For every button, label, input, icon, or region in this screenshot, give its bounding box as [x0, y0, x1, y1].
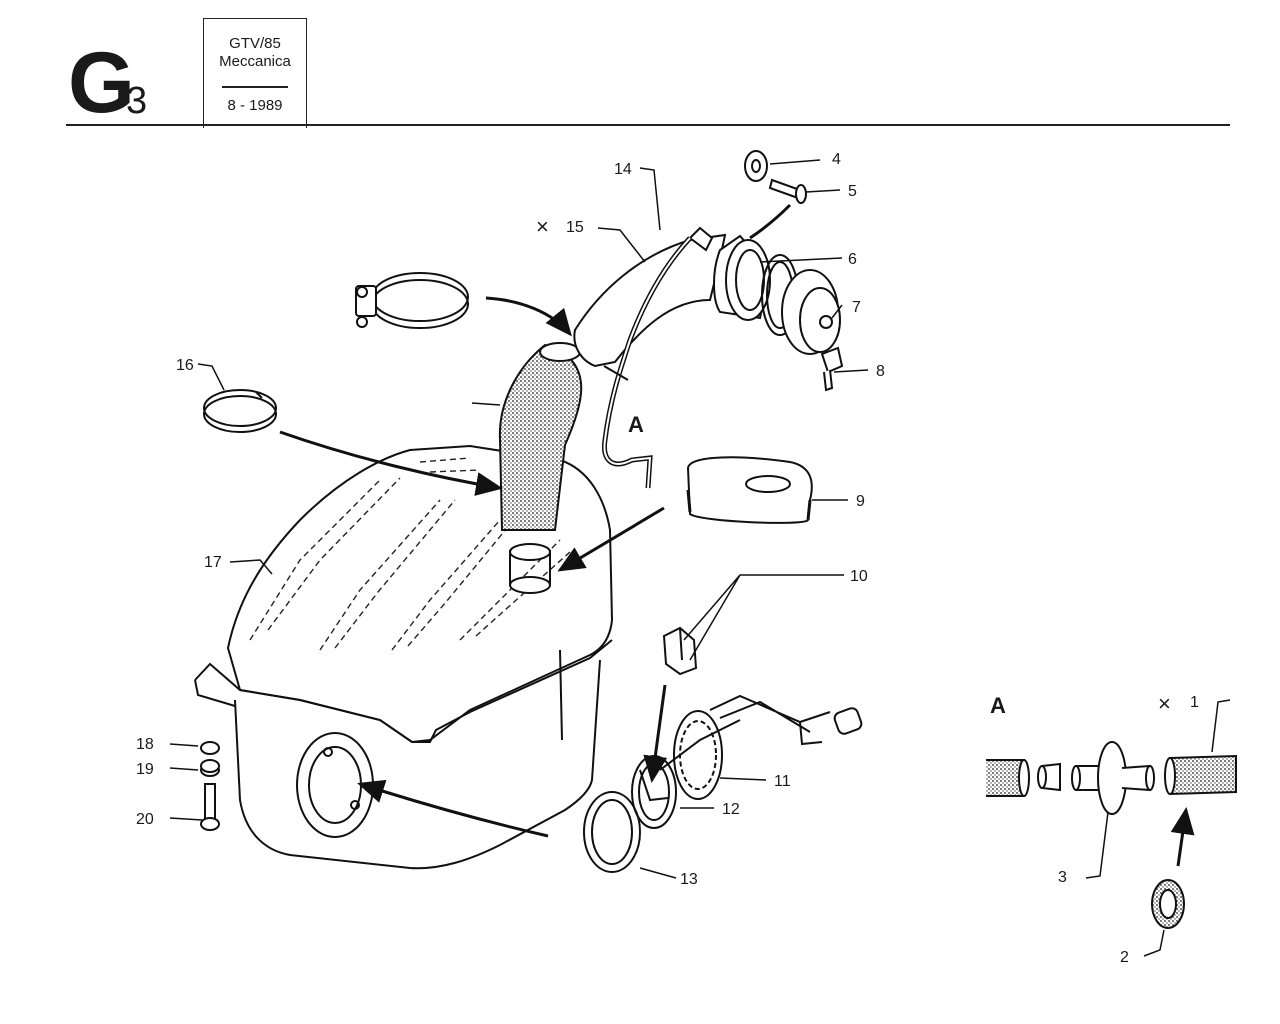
callout-9: 9	[856, 493, 865, 510]
callout-10: 10	[850, 568, 868, 585]
bolt	[200, 783, 220, 831]
callout-8: 8	[876, 363, 885, 380]
detail-label-a: A	[628, 412, 644, 437]
section-name: Meccanica	[219, 53, 291, 70]
revision-date: 8 - 1989	[227, 97, 283, 114]
vent-tube	[601, 236, 692, 489]
callout-7: 7	[852, 299, 861, 316]
callout-19: 19	[136, 761, 154, 778]
title-block-divider	[222, 86, 288, 88]
callouts: A A × × 1 2 3 4 5 6 7 8 9 10 11 12 13 14…	[136, 151, 1199, 966]
callout-6: 6	[848, 251, 857, 268]
callout-4: 4	[832, 151, 841, 168]
lock-ring	[583, 791, 641, 873]
lock-washer	[200, 759, 220, 777]
mark-symbol-1: ×	[1158, 691, 1171, 716]
callout-18: 18	[136, 736, 154, 753]
filler-hose	[471, 342, 583, 531]
tank-filler-neck	[509, 543, 551, 594]
callout-13: 13	[680, 871, 698, 888]
detail-a-hose-right	[1164, 754, 1237, 796]
callout-2: 2	[1120, 949, 1129, 966]
callout-11: 11	[774, 773, 791, 790]
hose-clamp	[355, 272, 469, 329]
filler-neck-flange	[713, 234, 772, 321]
fuel-filler-cap	[781, 269, 841, 355]
detail-a-bushing	[1037, 762, 1061, 792]
washer	[744, 150, 768, 182]
screw	[749, 178, 807, 240]
title-block: GTV/85 Meccanica 8 - 1989	[203, 18, 307, 128]
callout-1: 1	[1190, 694, 1199, 711]
sheet-letter: G	[68, 35, 135, 131]
mark-symbol-15: ×	[536, 214, 549, 239]
electrical-connector	[662, 626, 698, 676]
leader-lines	[169, 159, 1231, 957]
callout-12: 12	[722, 801, 740, 818]
callout-5: 5	[848, 183, 857, 200]
detail-label-a-inset: A	[990, 693, 1006, 718]
detail-a-hose-clip	[1151, 879, 1185, 929]
callout-15: 15	[566, 219, 584, 236]
callout-17: 17	[204, 554, 222, 571]
cap-key	[820, 346, 844, 392]
detail-a-hose-left	[986, 759, 1030, 797]
callout-16: 16	[176, 357, 194, 374]
callout-3: 3	[1058, 869, 1067, 886]
nut	[200, 741, 220, 755]
callout-14: 14	[614, 161, 632, 178]
tank-top-ribs	[249, 457, 571, 651]
detail-a-check-valve	[1071, 741, 1155, 815]
sheet-number: 3	[126, 80, 148, 122]
header-rule	[66, 124, 1230, 126]
assembly-arrows	[279, 296, 1195, 867]
fuel-level-sender	[659, 694, 863, 800]
clamp-ring	[203, 389, 277, 433]
sender-gasket-pad	[686, 456, 813, 524]
callout-20: 20	[136, 811, 154, 828]
model-name: GTV/85	[229, 35, 281, 52]
